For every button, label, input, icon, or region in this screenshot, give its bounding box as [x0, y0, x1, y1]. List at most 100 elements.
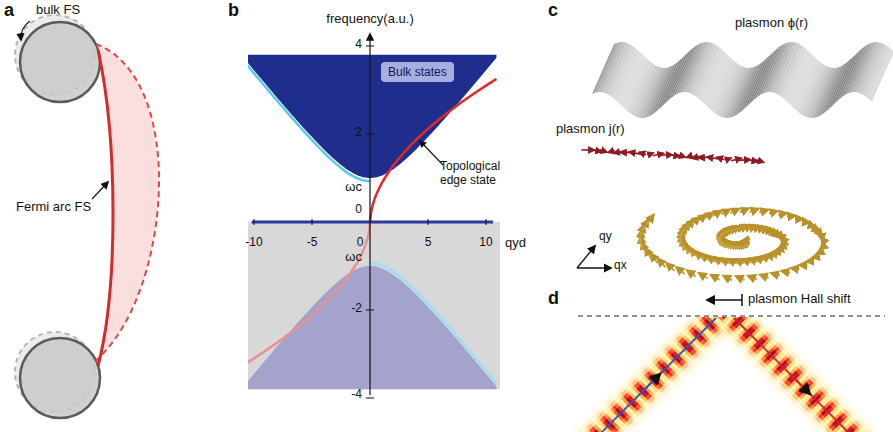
beam: [711, 317, 882, 432]
spin-arrow: [740, 208, 749, 212]
shifted-fermi-arc: [94, 44, 159, 362]
spin-arrow: [647, 215, 654, 225]
spin-arrow: [711, 275, 720, 280]
spin-arrow: [773, 250, 781, 252]
spin-arrow: [687, 270, 696, 276]
tick: [366, 46, 374, 47]
callout-label: plasmon Hall shift: [748, 292, 851, 307]
spin-arrow: [791, 268, 800, 269]
spin-arrow: [806, 260, 814, 262]
tick-label: 10: [479, 236, 492, 250]
panel-letter: d: [548, 288, 559, 309]
flat-band: [252, 221, 493, 224]
panel-letter: c: [548, 0, 558, 21]
tick-label: ωc: [345, 180, 362, 195]
tick-label: -2: [351, 302, 362, 316]
plasmon-texture: [577, 42, 893, 280]
current-arrow: [590, 149, 601, 151]
spin-arrow: [776, 249, 783, 250]
edge-state-curve: [370, 79, 496, 222]
spin-arrow: [812, 256, 819, 257]
spin-arrow: [765, 255, 774, 256]
callout-label: bulk FS: [36, 3, 80, 18]
current-arrow: [639, 152, 646, 154]
fermi-arc: [98, 50, 113, 366]
spin-arrow: [799, 264, 807, 266]
negative-frequency-region: [248, 222, 500, 389]
tick: [312, 219, 313, 225]
interface-line: [578, 315, 885, 316]
hall-shift-panel: [569, 294, 885, 432]
axis-label: qx: [614, 259, 627, 273]
spin-arrow: [778, 213, 787, 215]
spin-arrow: [795, 218, 803, 220]
leader-arrow: [21, 21, 30, 40]
callout-label: plasmon ϕ(r): [735, 16, 808, 31]
callout-label: Fermi arc FS: [16, 200, 91, 215]
tick: [486, 219, 487, 225]
spin-arrow: [676, 267, 684, 274]
spin-arrow: [749, 258, 758, 261]
tick: [366, 398, 374, 399]
spin-arrow: [781, 271, 790, 273]
tick-label: 4: [355, 38, 362, 52]
y-axis: [369, 34, 370, 395]
ray-arrow: [790, 374, 810, 394]
bulk-fs: [20, 22, 100, 102]
spin-arrow: [822, 241, 824, 246]
spin-arrow: [787, 215, 795, 218]
spin-arrow: [770, 252, 778, 255]
tick-label: -5: [307, 236, 318, 250]
beam: [569, 317, 740, 432]
tick-label: 2: [355, 126, 362, 140]
spin-arrow: [821, 236, 824, 241]
axis-arrow: [577, 267, 611, 268]
potential-surface: [866, 46, 891, 98]
spin-arrow: [759, 210, 768, 213]
callout-label: Topological edge state: [440, 160, 526, 188]
spin-arrow: [814, 228, 820, 231]
spin-arrow: [721, 209, 730, 214]
spin-arrow: [820, 246, 824, 250]
spin-arrow: [771, 273, 780, 275]
incident-ray: [596, 318, 716, 432]
current-arrow: [755, 160, 763, 163]
tick: [428, 219, 429, 225]
fermi-surface-panel: [15, 15, 159, 418]
spin-arrow: [723, 276, 732, 281]
axis-title: frequency(a.u.): [326, 12, 413, 27]
bulk-fs: [20, 338, 100, 418]
spin-arrow: [802, 221, 810, 224]
leader-arrow: [92, 182, 108, 199]
band-edge-line: [370, 263, 496, 383]
spin-arrow: [769, 211, 778, 213]
spin-arrow: [755, 258, 764, 261]
region-box: Bulk states: [381, 62, 454, 82]
arc-shift-fill: [94, 44, 159, 366]
spin-arrow: [666, 263, 674, 271]
leader-arrow: [420, 141, 443, 165]
spin-arrow: [658, 259, 666, 268]
edge-state-mirror: [248, 222, 370, 363]
spin-arrow: [736, 276, 745, 280]
axis-title: qyd: [505, 236, 526, 251]
callout-label: plasmon j(r): [556, 122, 625, 137]
tick: [366, 134, 374, 135]
current-arrow: [678, 155, 686, 157]
current-arrow: [717, 157, 725, 160]
current-arrow: [726, 158, 731, 160]
tick-label: 5: [425, 236, 432, 250]
panel-letter: a: [4, 0, 14, 21]
spin-arrow: [712, 211, 721, 216]
spin-arrow: [642, 220, 648, 231]
spin-arrow: [760, 275, 769, 278]
spectrum-plot: [247, 34, 500, 398]
tick-label: 0: [355, 203, 362, 217]
spin-arrow: [699, 273, 708, 279]
tick-label: -10: [245, 236, 262, 250]
current-arrow: [647, 153, 653, 155]
axis-arrow: [577, 246, 595, 268]
panel-letter: b: [228, 0, 239, 21]
current-arrow: [686, 155, 692, 157]
spin-arrow: [748, 276, 757, 280]
